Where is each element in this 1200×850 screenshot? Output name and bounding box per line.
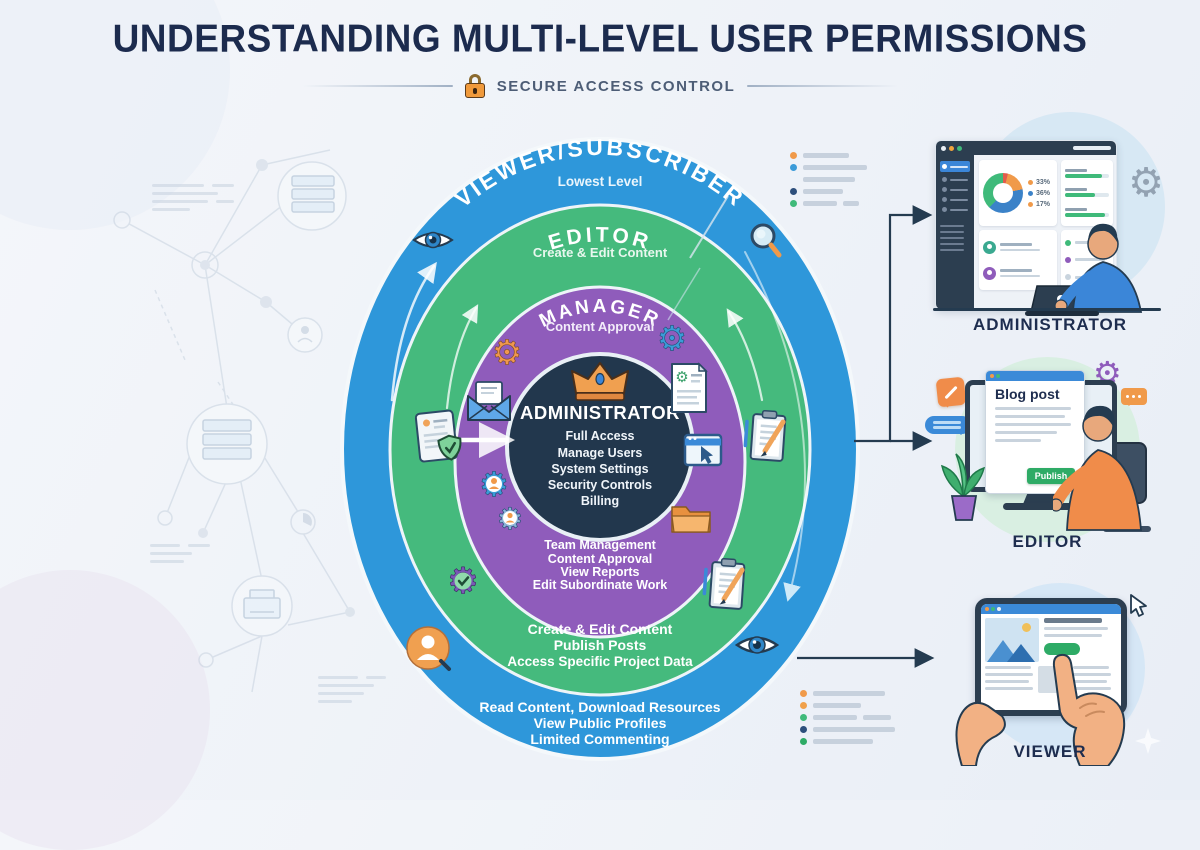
window-titlebar	[986, 371, 1084, 381]
viewer-permissions: Read Content, Download Resources View Pu…	[479, 699, 720, 747]
header: UNDERSTANDING MULTI-LEVEL USER PERMISSIO…	[0, 16, 1200, 98]
editor-person	[1053, 405, 1142, 531]
svg-text:Content Approval: Content Approval	[548, 552, 652, 566]
publish-button: Publish	[1027, 468, 1075, 484]
blog-post-window: Blog post Publish	[985, 370, 1085, 494]
svg-text:Publish Posts: Publish Posts	[554, 637, 647, 653]
svg-text:Security Controls: Security Controls	[548, 478, 652, 492]
clipboard-pencil-icon	[702, 557, 746, 610]
administrator-illustration: ⚙ 33% 36% 17%	[930, 112, 1170, 334]
bullet-list-decoration	[790, 152, 867, 207]
donut-chart	[983, 173, 1023, 213]
svg-text:System Settings: System Settings	[551, 462, 648, 476]
svg-text:Manage Users: Manage Users	[558, 446, 643, 460]
svg-text:Limited Commenting: Limited Commenting	[530, 731, 669, 747]
chat-bubble-icon	[925, 416, 971, 435]
printer-icon	[231, 575, 293, 637]
read-button	[1044, 643, 1080, 655]
svg-text:⚙: ⚙	[479, 466, 509, 504]
divider-line	[302, 85, 453, 87]
pie-node-icon	[290, 509, 316, 535]
bullet-list-decoration	[800, 690, 895, 745]
monitor-stand	[1023, 491, 1059, 504]
chat-bubble-icon	[1121, 388, 1147, 406]
viewer-ring-tagline: Lowest Level	[558, 174, 643, 189]
editor-ring-tagline: Create & Edit Content	[533, 245, 668, 260]
svg-text:View Public Profiles: View Public Profiles	[534, 715, 667, 731]
folder-icon	[671, 506, 711, 533]
svg-text:Edit Subordinate Work: Edit Subordinate Work	[533, 578, 668, 592]
divider-line	[747, 85, 898, 87]
crown-icon	[571, 362, 629, 401]
ring-separator	[667, 267, 701, 321]
gear-person-icon: ⚙	[478, 466, 509, 505]
progress-bars-card	[1061, 160, 1113, 226]
monitor-base	[1003, 503, 1079, 510]
secure-access-badge: SECURE ACCESS CONTROL	[496, 77, 736, 95]
administrator-label: ADMINISTRATOR	[972, 315, 1128, 334]
window-titlebar	[936, 141, 1116, 155]
document-shield-icon	[414, 409, 462, 463]
connector-arrows	[797, 205, 935, 668]
gear-icon: ⚙	[492, 334, 522, 372]
svg-text:Team Management: Team Management	[544, 538, 656, 552]
desk-line	[933, 308, 1161, 311]
svg-text:Create & Edit Content: Create & Edit Content	[528, 621, 673, 637]
viewer-label: VIEWER	[1013, 742, 1087, 761]
editor-permissions: Create & Edit Content Publish Posts Acce…	[507, 621, 693, 669]
flow-arrows	[390, 251, 806, 602]
hands	[955, 653, 1126, 766]
donut-chart-card: 33% 36% 17%	[979, 160, 1057, 226]
svg-text:Billing: Billing	[581, 494, 619, 508]
permissions-diagram: VIEWER/SUBSCRIBER Lowest Level EDITOR Cr…	[113, 137, 935, 761]
browser-cursor-icon	[683, 433, 723, 467]
magnifier-icon	[750, 223, 782, 258]
gear-icon: ⚙	[1128, 160, 1164, 206]
clipboard-pencil-icon	[743, 409, 787, 462]
pencil-bubble-icon	[935, 376, 967, 408]
administrator-permissions: Full Access Manage Users System Settings…	[548, 429, 652, 508]
administrator-title: ADMINISTRATOR	[520, 402, 680, 423]
sidebar-active-item	[940, 161, 970, 172]
manager-permissions: Team Management Content Approval View Re…	[533, 538, 668, 592]
server-icon	[186, 403, 268, 485]
envelope-icon	[467, 381, 511, 421]
subtitle-row: SECURE ACCESS CONTROL	[0, 74, 1200, 98]
document-gear-icon: ⚙	[671, 362, 708, 413]
user-node-icon	[287, 317, 323, 353]
users-card	[979, 230, 1057, 290]
svg-text:Read Content, Download Resourc: Read Content, Download Resources	[479, 699, 720, 715]
lock-icon	[464, 74, 485, 98]
page-title: UNDERSTANDING MULTI-LEVEL USER PERMISSIO…	[112, 16, 1088, 60]
gear-person-icon: ⚙	[496, 503, 524, 537]
dashboard-sidebar	[936, 155, 974, 309]
eye-icon	[734, 636, 780, 654]
gear-icon: ⚙	[657, 320, 687, 358]
network-background-decoration	[113, 149, 386, 703]
eye-icon	[412, 231, 454, 249]
editor-label: EDITOR	[1012, 532, 1083, 551]
article-image	[985, 618, 1039, 662]
server-icon	[277, 161, 347, 231]
user-search-icon	[406, 626, 451, 671]
plant	[940, 453, 986, 521]
viewer-illustration: VIEWER	[930, 578, 1170, 766]
svg-text:⚙: ⚙	[675, 369, 688, 386]
admin-person	[1025, 223, 1143, 316]
cursor-icon	[1130, 594, 1147, 617]
browser-titlebar	[981, 604, 1121, 614]
manager-ring-tagline: Content Approval	[546, 319, 655, 334]
editor-illustration: ⚙ Blog post Publish EDITOR	[925, 352, 1170, 552]
gear-check-icon: ⚙	[447, 560, 480, 602]
blog-post-title: Blog post	[995, 386, 1060, 402]
svg-text:Full Access: Full Access	[565, 429, 634, 443]
svg-text:Access Specific Project Data: Access Specific Project Data	[507, 654, 693, 669]
ring-separator	[689, 195, 729, 259]
svg-text:View Reports: View Reports	[561, 565, 640, 579]
